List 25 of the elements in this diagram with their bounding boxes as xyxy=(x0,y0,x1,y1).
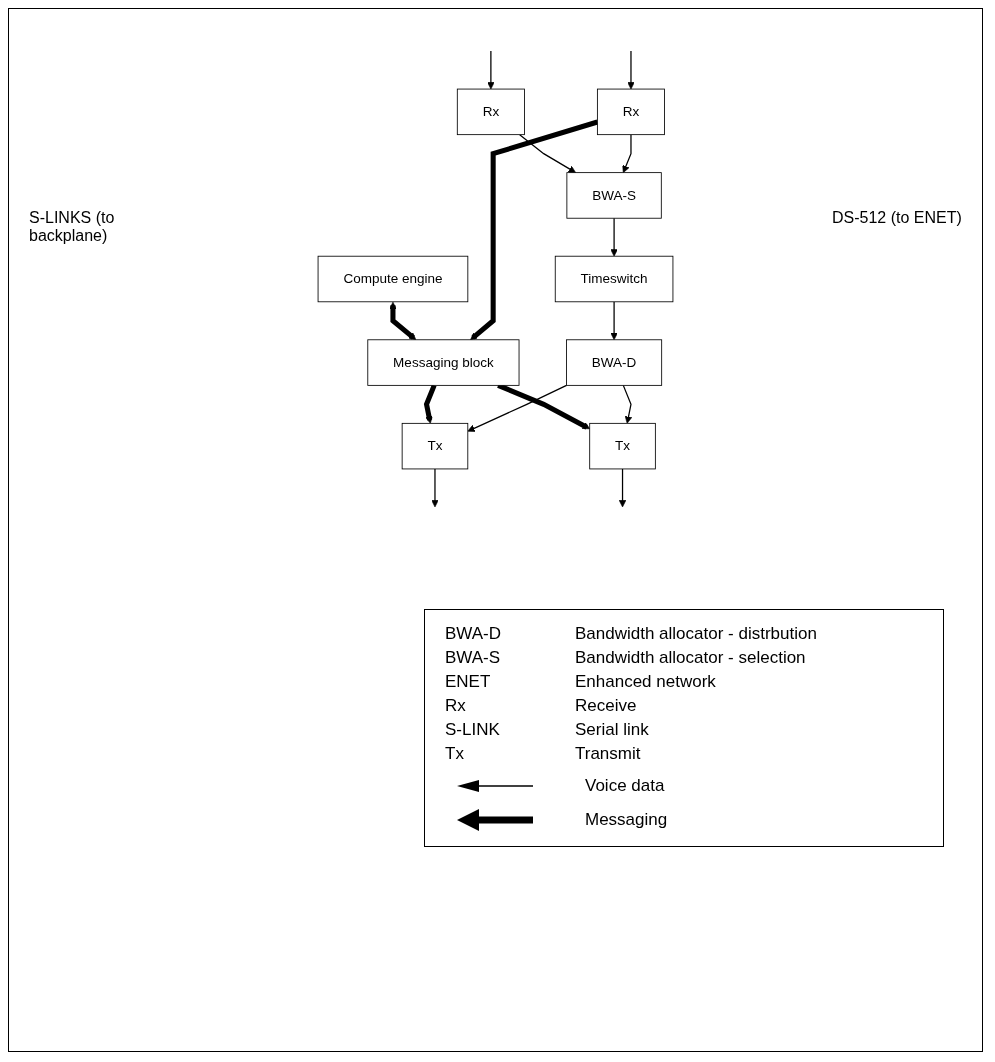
block-box: Tx xyxy=(589,422,656,470)
block-box: Tx xyxy=(401,422,469,470)
block-box: BWA-D xyxy=(566,339,663,386)
definition-text: Enhanced network xyxy=(575,672,717,692)
block-box: Timeswitch xyxy=(554,255,674,303)
abbreviation-text: ENET xyxy=(445,672,492,692)
block-box: BWA-S xyxy=(566,172,662,219)
definition-text: Serial link xyxy=(575,720,650,740)
block-box: Rx xyxy=(456,88,525,136)
abbreviation-text: Tx xyxy=(445,744,465,764)
abbreviation-text: BWA-D xyxy=(445,624,503,644)
definition-text: Receive xyxy=(575,696,638,716)
abbreviation-text: Rx xyxy=(445,696,467,716)
abbreviation-text: S-LINK xyxy=(445,720,501,740)
port-label: S-LINKS (to backplane) xyxy=(29,209,116,245)
legend-text: Messaging xyxy=(585,810,668,830)
legend-text: Voice data xyxy=(585,776,665,796)
port-label: DS-512 (to ENET) xyxy=(832,209,962,227)
definition-text: Bandwidth allocator - distrbution xyxy=(575,624,818,644)
block-box: Rx xyxy=(596,88,665,136)
block-box: Compute engine xyxy=(317,255,469,303)
abbreviation-text: BWA-S xyxy=(445,648,502,668)
definition-text: Bandwidth allocator - selection xyxy=(575,648,807,668)
block-box: Messaging block xyxy=(367,339,520,386)
definition-text: Transmit xyxy=(575,744,642,764)
